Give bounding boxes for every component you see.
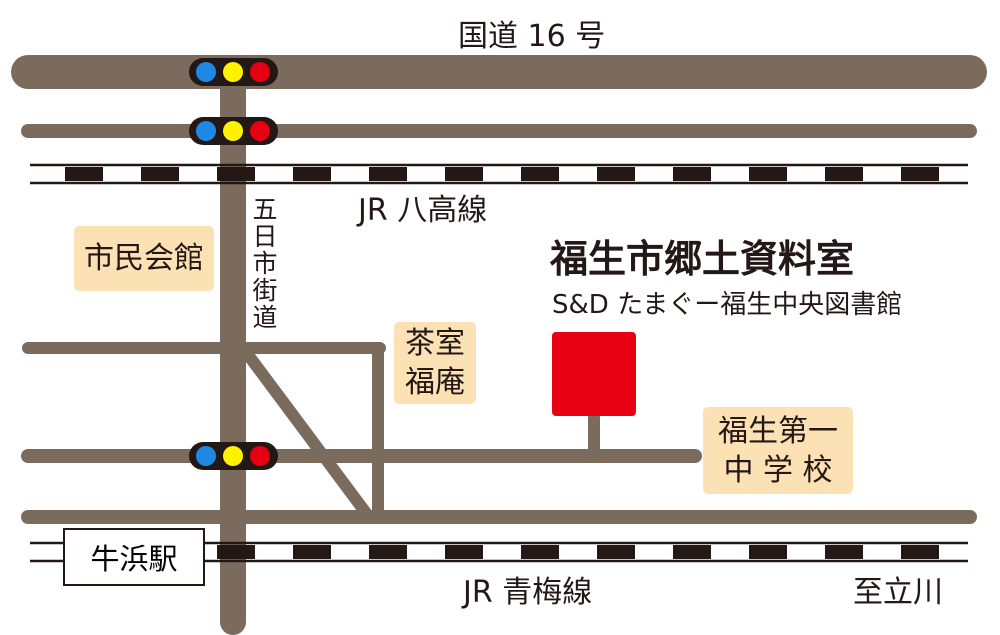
rail-tie [521,545,559,559]
rail-hachiko-line [30,163,968,185]
rail-tie [749,545,787,559]
rail-tie [825,545,863,559]
rail-tie [369,167,407,181]
kaido-char: 道 [252,303,278,332]
national-route-label: 国道 16 号 [458,19,606,54]
roads [11,55,987,635]
rail-tie [673,545,711,559]
signal-red-lamp [250,121,270,141]
ushihama-station-text: 牛浜駅 [90,542,178,576]
kaido-char: 五 [252,195,278,224]
civic-hall-text: 市民会館 [84,241,204,276]
rail-tie [749,167,787,181]
rail-tie [673,167,711,181]
traffic-signal-icon [189,117,278,145]
destination-building: S&D たまぐー福生中央図書館 [552,290,903,320]
civic-hall-label: 市民会館 [74,226,214,291]
rail-tie [369,545,407,559]
school-label: 福生第一 中 学 校 [703,407,853,494]
traffic-signal-icon [189,58,278,86]
railways [30,163,968,563]
signal-yellow-lamp [223,62,243,82]
signal-blue-lamp [196,446,216,466]
rail-tie [597,167,635,181]
rail-tie [217,545,255,559]
rail-tie [65,167,103,181]
signal-blue-lamp [196,62,216,82]
rail-tie [293,545,331,559]
rail-tie [217,167,255,181]
signal-red-lamp [250,446,270,466]
hachiko-line-label: JR 八高線 [358,193,488,228]
rail-tie [141,167,179,181]
rail-tie [901,167,939,181]
rail-tie [521,167,559,181]
signal-yellow-lamp [223,446,243,466]
school-line: 中 学 校 [723,452,833,488]
signal-yellow-lamp [223,121,243,141]
destination-marker-icon [552,332,636,416]
ushihama-station-label: 牛浜駅 [63,528,205,586]
ome-line-label: JR 青梅線 [463,575,593,610]
road-diagonal [240,346,372,519]
kaido-char: 市 [252,249,278,278]
rail-tie [445,167,483,181]
signal-blue-lamp [196,121,216,141]
kaido-char: 街 [252,276,278,305]
signal-red-lamp [250,62,270,82]
rail-tie [293,167,331,181]
kaido-char: 日 [252,222,278,251]
destination-title: 福生市郷土資料室 [550,237,855,281]
traffic-signal-icon [189,442,278,470]
rail-tie [825,167,863,181]
tea-room-line: 福庵 [405,365,465,400]
rail-tie [901,545,939,559]
traffic-signals [189,58,278,470]
rail-tie [445,545,483,559]
tea-room-label: 茶室 福庵 [394,322,476,404]
itsukaichi-kaido-label: 五 日 市 街 道 [250,192,280,335]
school-line: 福生第一 [718,413,838,449]
direction-tachikawa-label: 至立川 [853,575,943,610]
tea-room-line: 茶室 [405,326,465,361]
rail-tie [597,545,635,559]
